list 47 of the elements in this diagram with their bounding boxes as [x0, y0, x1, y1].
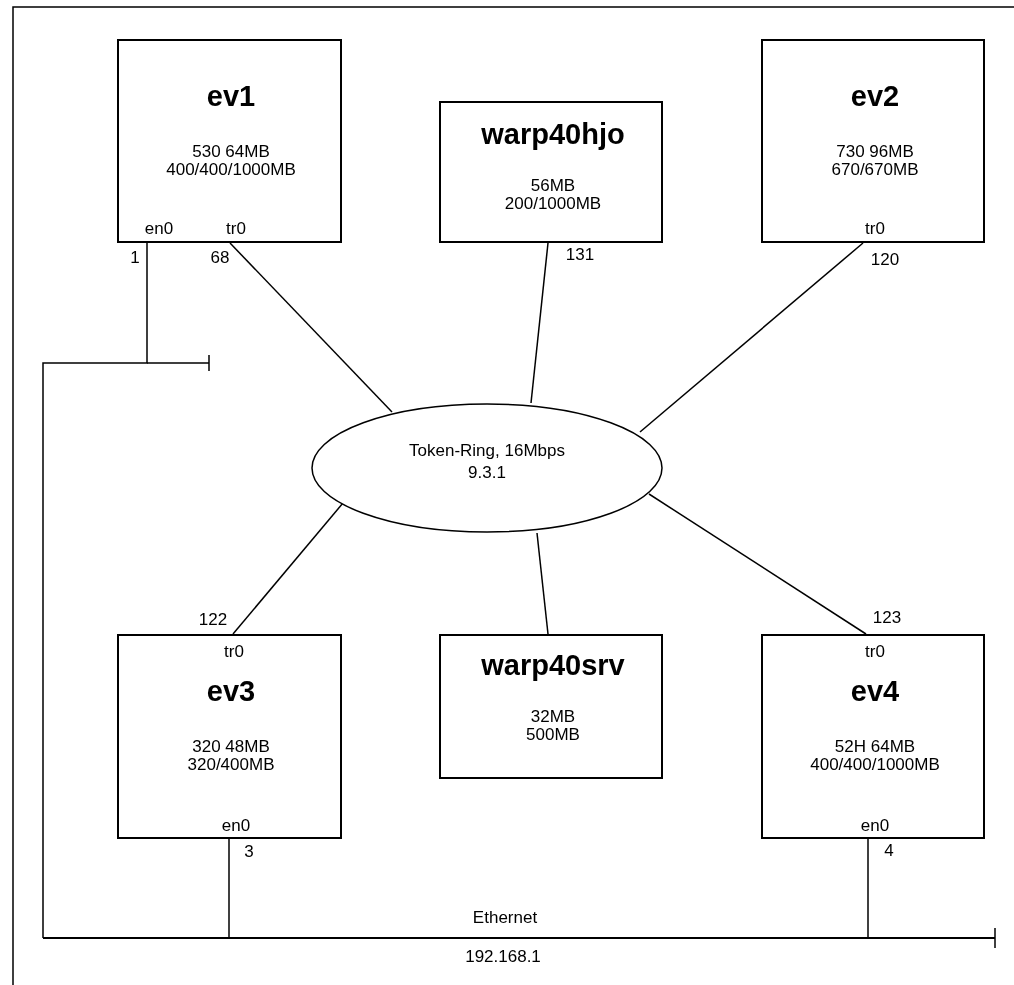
- host-specs: 730 96MB 670/670MB: [831, 143, 919, 179]
- connector-line: [639, 242, 864, 433]
- connector-line: [42, 242, 148, 939]
- address-label: 4: [884, 841, 894, 861]
- network-label: 9.3.1: [468, 463, 506, 483]
- address-label: 68: [210, 248, 230, 268]
- host-specs: 320 48MB 320/400MB: [187, 738, 275, 774]
- interface-label: en0: [144, 219, 174, 239]
- host-specs: 530 64MB 400/400/1000MB: [166, 143, 296, 179]
- connector-line: [530, 242, 549, 404]
- token-ring-ellipse: [311, 403, 663, 533]
- host-specs: 52H 64MB 400/400/1000MB: [810, 738, 940, 774]
- address-label: 122: [198, 610, 228, 630]
- host-box: [439, 634, 663, 779]
- host-box: [761, 634, 985, 839]
- host-box: [439, 101, 663, 243]
- address-label: 131: [565, 245, 595, 265]
- interface-label: tr0: [226, 219, 246, 239]
- address-label: 3: [244, 842, 254, 862]
- host-name: ev2: [850, 81, 900, 113]
- network-label: Token-Ring, 16Mbps: [409, 441, 565, 461]
- network-label: Ethernet: [472, 908, 538, 928]
- address-label: 1: [130, 248, 140, 268]
- address-label: 123: [872, 608, 902, 628]
- host-specs: 32MB 500MB: [526, 708, 580, 744]
- connector-line: [232, 502, 344, 635]
- address-label: 120: [870, 250, 900, 270]
- host-name: warp40srv: [481, 650, 625, 682]
- connector-line: [648, 493, 867, 635]
- connector-line: [228, 838, 230, 938]
- interface-label: en0: [221, 816, 251, 836]
- connector-line: [229, 242, 393, 413]
- host-name: ev1: [206, 81, 256, 113]
- connector-line: [867, 838, 869, 938]
- host-specs: 56MB 200/1000MB: [504, 177, 602, 213]
- host-box: [117, 634, 342, 839]
- interface-label: tr0: [865, 642, 885, 662]
- host-name: warp40hjo: [481, 119, 625, 151]
- host-name: ev3: [206, 676, 256, 708]
- network-label: 192.168.1: [465, 947, 541, 967]
- connector-line: [536, 532, 549, 635]
- host-name: ev4: [850, 676, 900, 708]
- interface-label: tr0: [224, 642, 244, 662]
- host-box: [117, 39, 342, 243]
- host-box: [761, 39, 985, 243]
- interface-label: en0: [860, 816, 890, 836]
- interface-label: tr0: [865, 219, 885, 239]
